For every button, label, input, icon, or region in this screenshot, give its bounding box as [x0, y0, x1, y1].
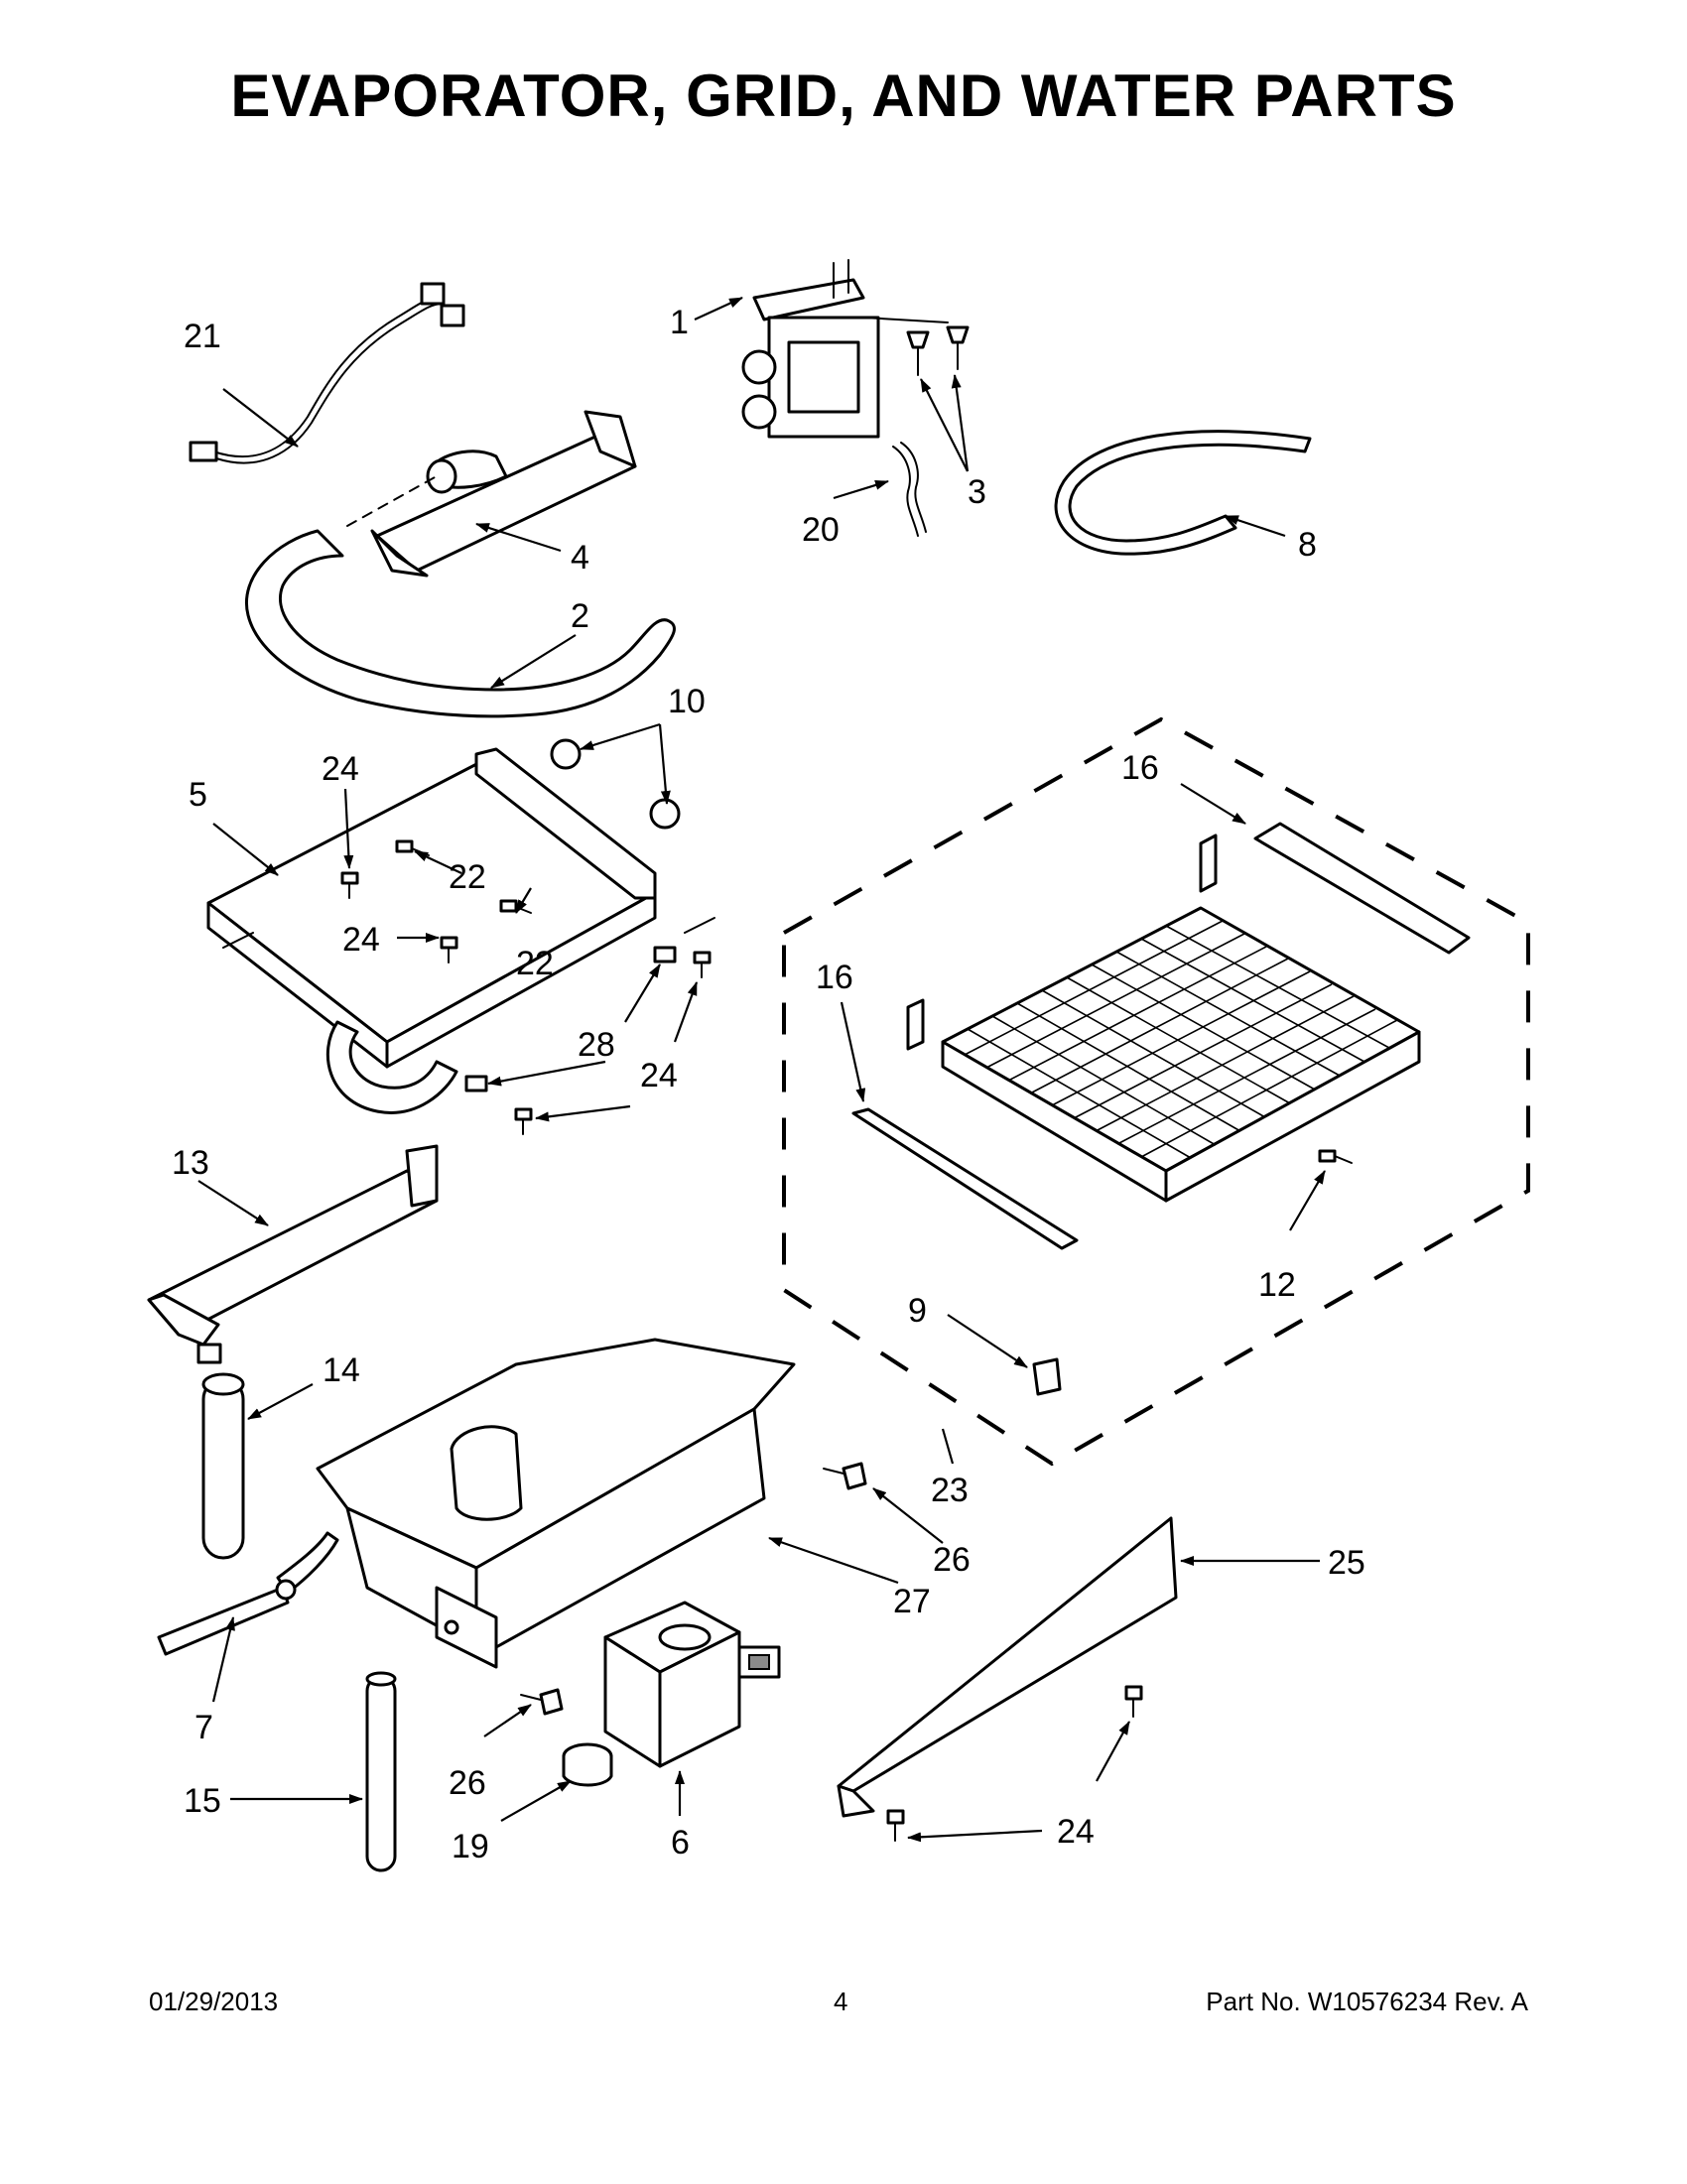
- evaporator-bracket-part-5: [206, 738, 715, 1114]
- callout-8: 8: [1298, 526, 1317, 564]
- screw-part-24-c: [693, 951, 712, 978]
- screw-part-24-e: [1124, 1685, 1143, 1718]
- panel-part-25: [837, 1516, 1178, 1818]
- callout-14: 14: [323, 1351, 360, 1389]
- cutter-grid: [906, 834, 1421, 1203]
- screw-part-24-d: [514, 1107, 533, 1135]
- callout-3: 3: [968, 473, 986, 511]
- heater-part-4: [346, 410, 637, 578]
- footer-part-number: Part No. W10576234 Rev. A: [1206, 1987, 1528, 2016]
- nut-part-19: [562, 1742, 613, 1787]
- callout-27: 27: [893, 1583, 931, 1620]
- callout-15: 15: [184, 1782, 221, 1820]
- callout-21: 21: [184, 318, 221, 355]
- screw-part-12: [1318, 1149, 1353, 1164]
- callout-24-mid: 24: [342, 921, 380, 959]
- footer-date: 01/29/2013: [149, 1987, 279, 2016]
- callout-25: 25: [1328, 1544, 1365, 1582]
- clip-part-9: [1032, 1357, 1062, 1396]
- callout-12: 12: [1258, 1266, 1296, 1304]
- strip-part-16-b: [851, 1107, 1079, 1250]
- screw-part-26-a: [823, 1462, 867, 1490]
- callout-24-top: 24: [322, 750, 359, 788]
- clip-part-28: [464, 946, 677, 1092]
- callout-10: 10: [668, 683, 706, 720]
- page-title: EVAPORATOR, GRID, AND WATER PARTS: [230, 63, 1457, 129]
- callout-19: 19: [452, 1828, 489, 1865]
- u-tube-part-8: [1054, 430, 1312, 556]
- callout-20: 20: [802, 511, 840, 549]
- rod-part-15: [365, 1671, 397, 1872]
- grid-assembly-outline-part-23: [782, 716, 1530, 1467]
- tube-part-2: [245, 529, 676, 718]
- screw-part-26-b: [520, 1688, 564, 1716]
- callout-labels: 1 2 3 4 5 6 7 8 9 10 12 13 14 15 16 16 1…: [172, 304, 1365, 1865]
- callout-22-bottom: 22: [516, 945, 554, 982]
- callout-16-top: 16: [1121, 749, 1159, 787]
- fasteners-parts-22-24-28: [340, 839, 712, 1135]
- callout-5: 5: [189, 776, 207, 814]
- wire-harness-part-21: [189, 282, 465, 464]
- callout-16-left: 16: [816, 959, 853, 996]
- callout-4: 4: [571, 539, 589, 577]
- ice-bin-part-27: [316, 1338, 796, 1669]
- callout-23: 23: [931, 1472, 969, 1509]
- callout-28: 28: [578, 1026, 615, 1064]
- drain-tube-part-7: [157, 1531, 339, 1656]
- callout-9: 9: [908, 1292, 927, 1330]
- leader-lines: [197, 297, 1326, 1843]
- screw-part-24-a: [340, 871, 359, 899]
- strip-part-16-a: [1253, 822, 1471, 955]
- callout-24-right: 24: [640, 1057, 678, 1094]
- callout-7: 7: [195, 1709, 213, 1746]
- tube-fitting-part-20: [892, 442, 927, 537]
- callout-22-top: 22: [449, 858, 486, 896]
- callout-2: 2: [571, 597, 589, 635]
- screws-part-3: [906, 325, 970, 376]
- screw-part-24-f: [886, 1809, 905, 1842]
- footer-page-number: 4: [834, 1987, 848, 2016]
- water-trough-part-13: [147, 1144, 439, 1364]
- water-valve-part-1: [741, 259, 949, 439]
- screw-part-24-b: [440, 936, 458, 964]
- pump-part-6: [603, 1601, 781, 1768]
- callout-26-left: 26: [449, 1764, 486, 1802]
- sleeve-part-14: [201, 1372, 245, 1560]
- callout-13: 13: [172, 1144, 209, 1182]
- callout-1: 1: [670, 304, 689, 341]
- callout-26-right: 26: [933, 1541, 971, 1579]
- callout-6: 6: [671, 1824, 690, 1862]
- callout-24-bottom: 24: [1057, 1813, 1095, 1851]
